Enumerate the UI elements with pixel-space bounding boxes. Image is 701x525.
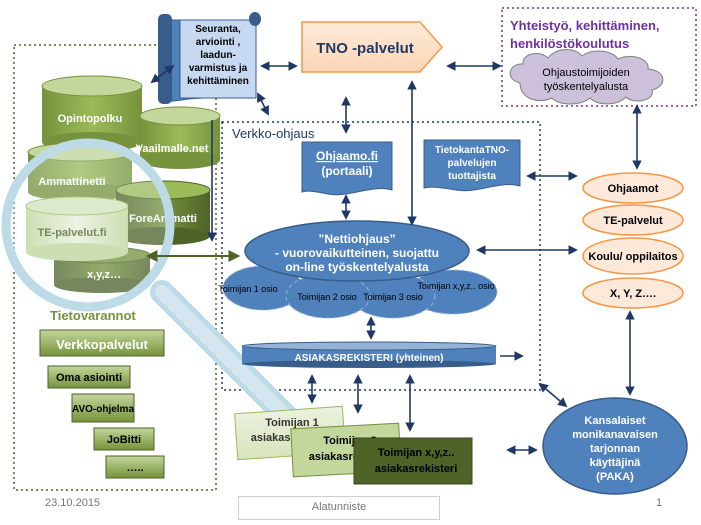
kansalaiset-circle [542,397,688,495]
nettiohjaus-line3: on-line työskentelyalusta [285,260,429,274]
cloud-line1: Ohjaustoimijoiden [542,67,629,79]
seuranta-scroll [158,12,261,104]
tietovarannot-label: Tietovarannot [50,308,136,323]
oma-asiointi-box [47,365,131,389]
seuranta-line1: Seuranta, [195,24,241,35]
db-foreammatti-label: ForeAmmatti [129,213,197,225]
avo-ohjelma-box [71,393,135,423]
seuranta-line2: arviointi , [196,37,241,48]
seuranta-line5: kehittäminen [187,76,249,87]
footer-page-number: 1 [656,497,663,509]
ohjaamo-doc [301,141,393,196]
ohjaamo-line2: (portaali) [321,164,372,178]
toimija-xyz-line1: Toimijan x,y,z.. [378,447,455,459]
db-tepalvelut [25,196,129,261]
osio-xyz-label: Toimijan x,y,z.. osio [417,281,494,291]
koulu-label: Koulu/ oppilaitos [588,251,677,263]
jobitti-label: JoBitti [107,434,141,446]
avo-ohjelma-label: AVO-ohjelma [72,404,134,415]
osio-1-label: Toimijan 1 osio [218,284,278,294]
tepalvelut-label: TE-palvelut [603,215,663,227]
cloud-line2: työskentelyalusta [544,81,629,93]
xyz-ellipse [582,277,684,309]
connector-arrows [150,61,642,455]
nettiohjaus-line1: ”Nettiohjaus” [318,232,395,246]
db-vaailmalle [139,106,221,169]
asiakasrekisteri-label: ASIAKASREKISTERI (yhteinen) [295,353,444,364]
more-services-box [105,455,165,479]
toimija-xyz-line2: asiakasrekisteri [375,463,458,475]
more-services-label: ….. [126,462,143,474]
db-tepalvelut-label: TE-palvelut.fi [37,227,106,239]
nettiohjaus-ellipse [244,220,470,282]
tietokanta-line3: tuottajista [448,171,496,182]
db-ammattinetti-label: Ammattinetti [38,176,105,188]
db-vaailmalle-label: Vaailmalle.net [136,143,209,155]
xyz-label: X, Y, Z…. [610,288,656,300]
verkkopalvelut-label: Verkkopalvelut [56,337,148,352]
yhteistyo-title-line2: henkilöstökoulutus [510,36,629,51]
koulu-ellipse [582,237,684,275]
ohjaamot-ellipse [582,172,684,204]
jobitti-box [93,427,155,451]
kansalaiset-line2: monikanavaisen [572,429,658,441]
tietokanta-doc [423,139,521,192]
verkko-ohjaus-label: Verkko-ohjaus [232,126,315,141]
osio-3-label: Toimijan 3 osio [363,292,423,302]
seuranta-line4: varmistus ja [189,63,248,74]
seuranta-line3: laadun- [200,50,236,61]
kansalaiset-line4: käyttäjinä [590,457,642,469]
tepalvelut-ellipse [582,204,684,236]
db-opintopolku-label: Opintopolku [58,113,123,125]
osio-2-label: Toimijan 2 osio [297,292,357,302]
footer-date: 23.10.2015 [45,497,101,509]
kansalaiset-line1: Kansalaiset [584,415,645,427]
yhteistyo-area [501,7,697,107]
nettiohjaus-line2: - vuorovaikutteinen, suojattu [275,246,439,260]
ohjaamo-line1: Ohjaamo.fi [316,149,378,163]
toimija-1-line1: Toimijan 1 [265,417,319,429]
tietokanta-line2: palvelujen [448,158,497,169]
oma-asiointi-label: Oma asiointi [56,372,122,384]
asiakasrekisteri-db [241,341,497,368]
kansalaiset-line5: (PAKA) [596,471,634,483]
kansalaiset-line3: tarjonnan [590,443,640,455]
tno-label: TNO -palvelut [316,40,414,57]
footer-center: Alatunniste [238,496,440,520]
data-link-arrows [145,120,241,262]
db-xyz-label: x,y,z… [87,269,121,281]
ohjaustoimijoiden-cloud: Ohjaustoimijoiden työskentelyalusta [509,49,664,105]
ohjaamot-label: Ohjaamot [608,183,659,195]
tno-shape [301,21,443,73]
verkko-ohjaus-area [221,121,541,391]
verkkopalvelut-box [39,329,165,357]
toimija-xyz-register [353,437,473,485]
osiot-group [222,265,498,319]
tietokanta-line1: TietokantaTNO- [435,145,509,156]
db-xyz [53,246,151,293]
yhteistyo-title-line1: Yhteistyö, kehittäminen, [510,18,660,33]
